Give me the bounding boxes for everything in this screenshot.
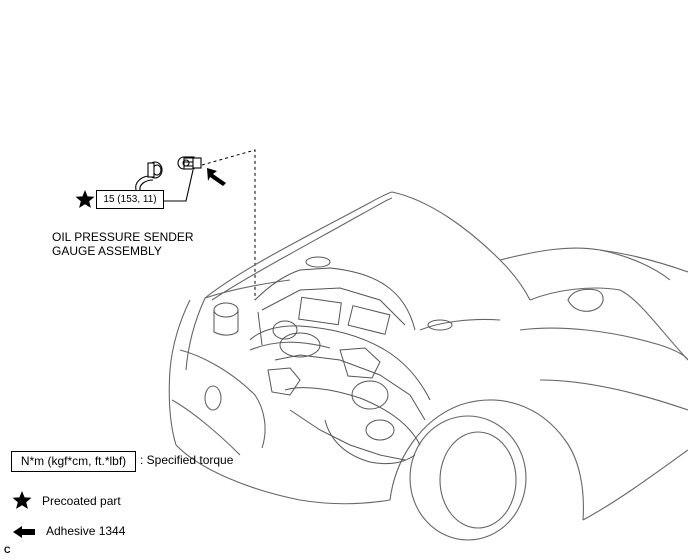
torque-callout-box: 15 (153, 11)	[96, 190, 164, 209]
sender-gauge-drawing	[135, 156, 202, 202]
part-label-line1: OIL PRESSURE SENDER	[52, 230, 194, 244]
projection-line	[201, 149, 256, 300]
star-icon	[75, 190, 95, 208]
car-drawing	[168, 191, 688, 541]
legend-star-icon	[12, 491, 32, 509]
adhesive-arrow-icon	[207, 168, 226, 186]
engine-drawing	[213, 256, 453, 465]
legend-precoated-label: Precoated part	[42, 494, 121, 508]
legend-torque-meaning: : Specified torque	[140, 453, 234, 467]
legend-adhesive-label: Adhesive 1344	[46, 524, 126, 538]
legend-torque-units-box: N*m (kgf*cm, ft.*lbf)	[11, 451, 136, 472]
part-label-line2: GAUGE ASSEMBLY	[52, 244, 162, 258]
legend-arrow-icon	[13, 526, 35, 538]
part-label: OIL PRESSURE SENDER GAUGE ASSEMBLY	[52, 230, 194, 258]
corner-code: C	[4, 545, 11, 555]
